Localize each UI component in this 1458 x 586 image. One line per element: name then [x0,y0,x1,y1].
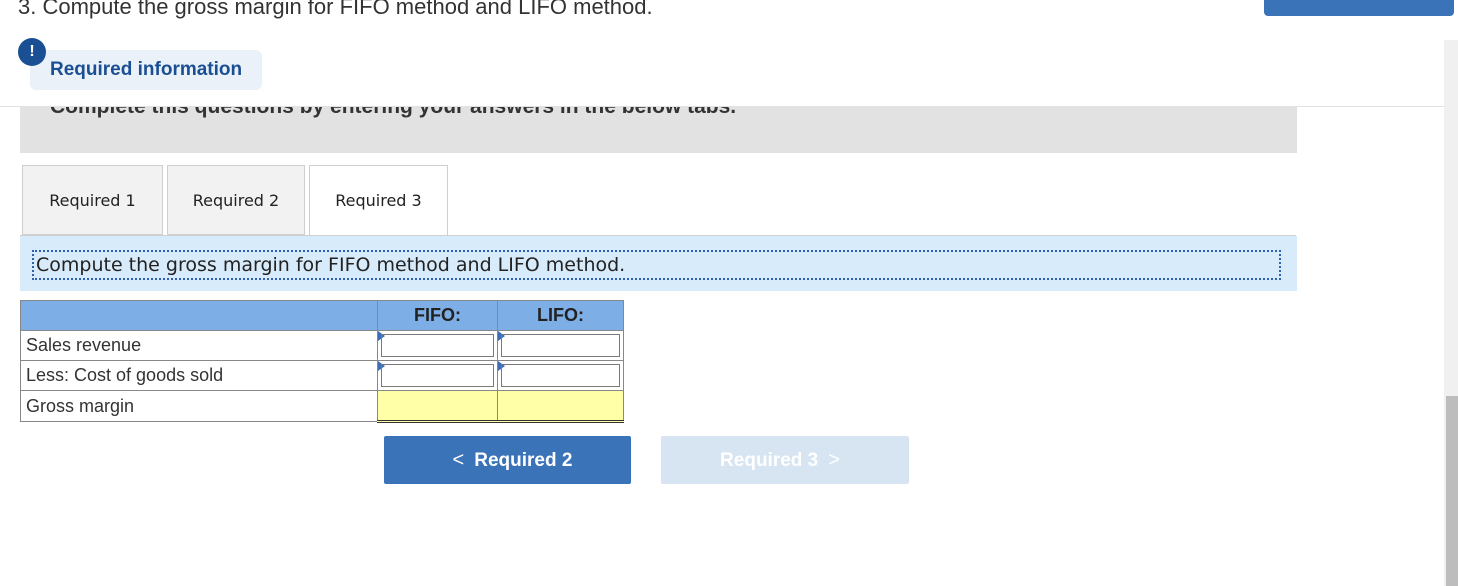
prev-button-label: Required 2 [474,450,573,471]
instruction-box: Compute the gross margin for FIFO method… [20,236,1297,291]
column-header-fifo: FIFO: [377,300,498,331]
row-label-sales-revenue: Sales revenue [20,330,378,361]
question-title: 3. Compute the gross margin for FIFO met… [18,0,653,19]
table-header-row: FIFO: LIFO: [20,300,624,331]
table-row: Gross margin [20,390,624,423]
input-box[interactable] [501,364,620,387]
instruction-text: Compute the gross margin for FIFO method… [32,250,1281,280]
next-button-label: Required 3 [720,450,819,471]
top-action-button[interactable] [1264,0,1454,16]
total-gross-margin-fifo [377,390,498,423]
tab-required-3[interactable]: Required 3 [309,165,448,237]
tab-required-1[interactable]: Required 1 [22,165,163,235]
input-box[interactable] [381,364,494,387]
gross-margin-table: FIFO: LIFO: Sales revenue Less: Cost of … [20,300,624,423]
input-cogs-lifo[interactable] [497,360,624,391]
input-box[interactable] [501,334,620,357]
input-sales-revenue-lifo[interactable] [497,330,624,361]
chevron-right-icon: > [828,449,840,471]
tab-required-2[interactable]: Required 2 [167,165,305,235]
table-row: Sales revenue [20,330,624,361]
chevron-left-icon: < [452,449,465,471]
required-information-button[interactable]: Required information [30,50,263,90]
alert-icon: ! [18,38,46,66]
input-box[interactable] [381,334,494,357]
prev-required-button[interactable]: < Required 2 [384,436,631,484]
tab-divider [20,235,1296,236]
input-cogs-fifo[interactable] [377,360,498,391]
instruction-panel: Complete this questions by entering your… [20,107,1297,153]
column-header-label [20,300,378,331]
row-label-cost-of-goods-sold: Less: Cost of goods sold [20,360,378,391]
next-required-button[interactable]: Required 3 > [661,436,909,484]
scrollbar-thumb[interactable] [1446,396,1458,586]
column-header-lifo: LIFO: [497,300,624,331]
instruction-panel-text: Complete this questions by entering your… [50,107,736,119]
total-gross-margin-lifo [497,390,624,423]
row-label-gross-margin: Gross margin [20,390,378,422]
input-sales-revenue-fifo[interactable] [377,330,498,361]
table-row: Less: Cost of goods sold [20,360,624,391]
